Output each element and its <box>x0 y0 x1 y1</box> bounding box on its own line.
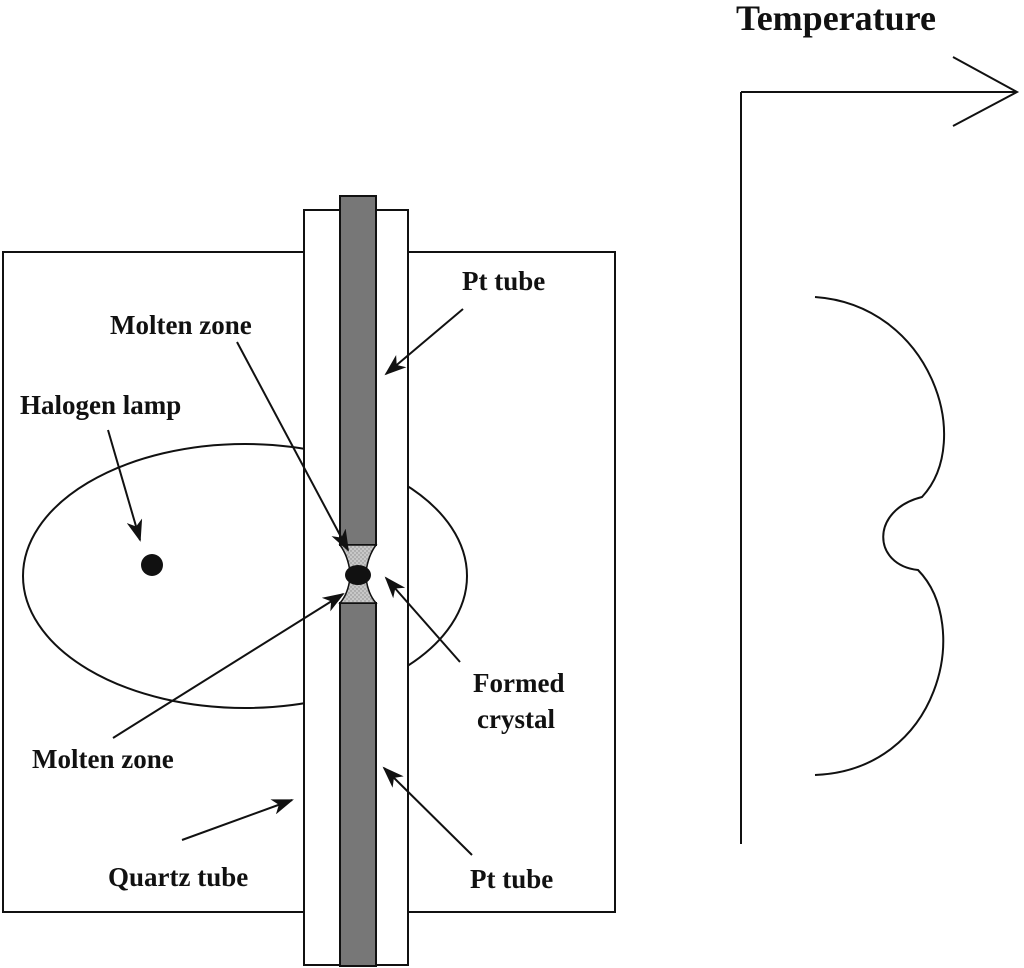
halogen-lamp-dot <box>141 554 163 576</box>
halogen-lamp-label: Halogen lamp <box>20 390 181 420</box>
pt-tube-lower <box>339 602 377 967</box>
temperature-axis-arrowhead <box>952 56 1020 127</box>
pt-tube-upper <box>339 195 377 546</box>
formed-crystal <box>345 565 371 585</box>
formed-crystal-arrow <box>384 576 461 663</box>
molten-zone-top-arrow <box>236 341 349 552</box>
quartz-tube-arrow <box>181 799 294 841</box>
quartz-tube-label: Quartz tube <box>108 862 248 892</box>
pt-tube-bottom-label: Pt tube <box>470 864 553 894</box>
formed-crystal-label-line1: Formed <box>473 668 564 698</box>
molten-zone-lower <box>338 577 378 604</box>
pt-tube-bottom-arrow <box>382 766 473 856</box>
molten-zone-bottom-arrow <box>112 592 345 739</box>
temperature-label: Temperature <box>736 0 936 38</box>
halogen-lamp-arrow <box>107 429 143 542</box>
ellipsoidal-mirror <box>22 443 468 709</box>
pt-tube-top-label: Pt tube <box>462 266 545 296</box>
formed-crystal-label-line2: crystal <box>477 704 555 734</box>
molten-zone-top-label: Molten zone <box>110 310 252 340</box>
temperature-profile-curve <box>814 296 945 776</box>
molten-zone-bottom-label: Molten zone <box>32 744 174 774</box>
pt-tube-top-arrow <box>384 308 464 376</box>
